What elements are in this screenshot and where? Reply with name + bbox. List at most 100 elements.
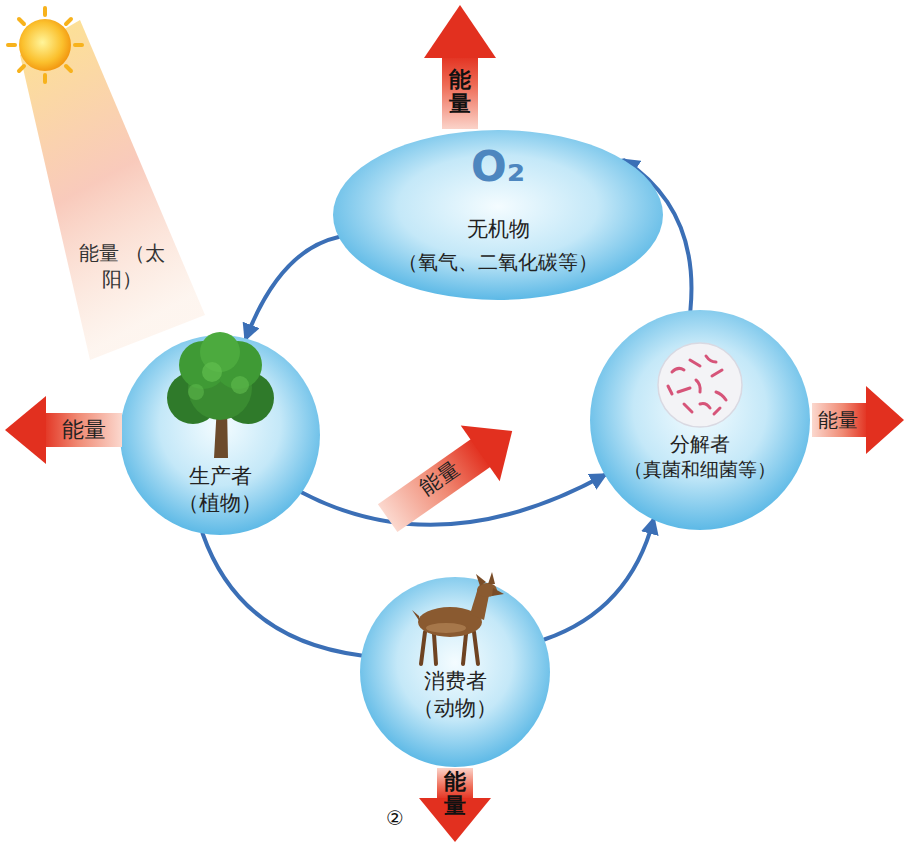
tree-trunk [211,380,232,458]
ellipse-shape [360,577,550,767]
energy-label: 能量 [62,417,106,443]
illustration-part [231,376,249,394]
o2-symbol: O₂ [471,144,525,190]
illustration-part [75,43,82,47]
deer-legs [421,632,478,664]
energy-label: 能量 [449,68,471,116]
illustration-part [43,75,47,82]
node-subtitle: （真菌和细菌等） [624,457,776,482]
cycle-arrow [544,520,653,640]
illustration-part [19,19,24,24]
illustration-part [474,632,478,664]
energy-arrow-down [419,768,491,842]
beam-shape [20,20,205,360]
node-title: 消费者 [424,668,487,695]
illustration-part [706,356,716,362]
label-holder: ② [386,806,404,830]
energy-label: 能量 [818,408,858,432]
deer-head [477,583,497,597]
sun-disk [19,19,71,71]
illustration-part [434,634,436,664]
arrow-shaft [378,438,492,532]
energy-arrow-up [424,5,496,129]
deer-tail [412,610,420,622]
energy-arrow-diagonal [368,403,532,546]
sunlight-beam: 能量 （太阳） [15,15,225,360]
ellipse-shape [590,310,810,530]
arrow-head [461,403,532,481]
illustration-part [426,623,466,633]
illustration-part [43,8,47,15]
illustration-part [179,341,227,389]
illustration-part [222,372,274,424]
illustration-part [712,370,722,376]
illustration-part [716,392,726,400]
illustration-part [214,341,262,389]
label-holder: 能量 [818,408,858,432]
node-title: 分解者 [670,432,730,457]
illustration-part [66,19,71,24]
illustration-part [66,66,71,71]
node-subtitle: （动物） [413,695,497,722]
illustration-part [492,588,504,596]
illustration-part [421,632,425,664]
sun-energy-text: 能量 （太阳） [77,240,167,292]
arrow-shaft [812,403,868,437]
node-outline [15,15,225,360]
illustration-part [672,368,684,372]
bacteria-icon [658,343,742,427]
illustration-part [8,43,15,47]
bacteria-cells [668,356,726,414]
illustration-part [696,380,700,392]
illustration-part [19,66,24,71]
node-subtitle: （植物） [178,490,262,517]
figure-number: ② [386,806,404,830]
consumer-circle: 消费者（动物） [360,577,550,767]
node-subtitle: （氧气、二氧化碳等） [398,249,598,275]
label-holder: 能量 [419,466,461,491]
node-title: 生产者 [189,463,252,490]
illustration-part [202,362,222,382]
arrow-head [424,5,496,58]
energy-label: 能量 [444,770,466,818]
illustration-part [684,404,692,412]
ellipse-shape [333,130,663,300]
deer-body [418,607,482,637]
tree-icon [167,332,274,458]
inorganic-ellipse: O₂ 无机物 （氧气、二氧化碳等） [333,130,663,300]
label-holder: 能量 [444,770,466,818]
arrow-shaft [42,413,122,447]
node-title: 无机物 [467,216,530,243]
illustration-part [167,372,219,424]
energy-arrow-left [5,396,122,464]
decomposer-circle: 分解者（真菌和细菌等） [590,310,810,530]
illustration-part [463,634,466,664]
arrow-head [866,386,904,454]
energy-label: 能量 [416,456,465,501]
energy-arrow-right [812,386,904,454]
deer-ear [488,572,495,584]
illustration-part [690,360,700,366]
arrow-shaft [442,55,478,129]
illustration-part [678,388,690,392]
label-holder: 能量 [62,417,106,443]
node-outline [590,310,810,530]
cycle-arrow [203,534,362,656]
sun-icon [8,8,82,82]
deer-ear [476,574,486,586]
illustration-part [714,408,720,414]
label-holder: 能量 [449,68,471,116]
arrow-head [5,396,46,464]
illustration-part [200,332,240,372]
illustration-part [700,404,710,409]
petri-dish [658,343,742,427]
deer-neck [470,588,490,620]
ellipse-shape [120,335,320,535]
deer-icon [412,572,504,664]
illustration-part [668,386,672,394]
illustration-part [188,384,204,400]
sun-rays [8,8,82,82]
illustration-part [188,356,252,420]
